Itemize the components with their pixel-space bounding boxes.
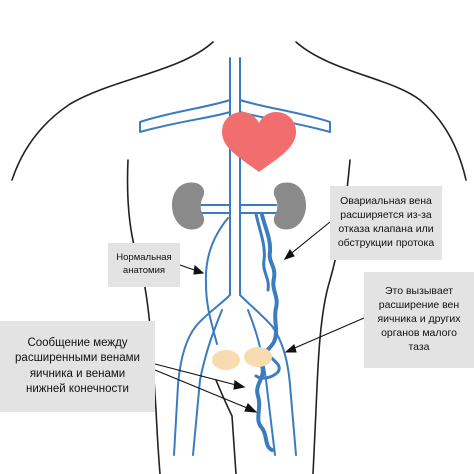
ovarian-vein-line-2: расширяется из-за — [340, 209, 432, 222]
pointer-ovarian — [287, 221, 331, 257]
right-iliac-inner-wall — [247, 309, 276, 456]
normal-left-ovarian-vein — [204, 217, 229, 345]
leg-communication-line-2: расширенными венами — [15, 352, 140, 365]
pointer-normal-arrowhead — [193, 264, 205, 275]
left-kidney-icon — [172, 182, 205, 230]
pointer-message-2-arrowhead — [244, 403, 258, 413]
left-subclavian-vein — [139, 99, 231, 133]
ovarian-vein-line-1: Овариальная вена — [340, 195, 432, 208]
dilated-ovarian-vein — [255, 213, 279, 452]
normal-anatomy-callout: Нормальная анатомия — [108, 243, 180, 287]
normal-anatomy-line-1: Нормальная — [116, 252, 172, 264]
ovarian-vein-line-3: отказа клапана или — [338, 223, 434, 235]
left-torso-outline — [126, 159, 161, 474]
right-renal-vein — [239, 204, 277, 214]
right-subclavian-vein — [239, 99, 331, 133]
pointer-message-1-arrowhead — [233, 380, 246, 390]
left-renal-vein — [199, 204, 231, 214]
pointer-message-2 — [154, 369, 253, 411]
vena-cava-right-wall — [239, 57, 297, 456]
heart-icon — [222, 112, 296, 172]
pelvic-veins-callout: Это вызывает расширение вен яичника и др… — [364, 272, 474, 368]
leg-communication-line-4: нижней конечности — [26, 382, 129, 395]
right-ovary — [244, 347, 272, 367]
pointer-pelvic — [289, 317, 365, 351]
left-ovary — [212, 350, 240, 370]
pointer-lines — [154, 221, 365, 413]
pointer-message-1 — [154, 363, 241, 387]
leg-communication-callout: Сообщение между расширенными венами яичн… — [0, 321, 155, 412]
vein-system — [139, 57, 331, 456]
pointer-ovarian-arrowhead — [283, 248, 295, 260]
pelvic-veins-line-4: органов малого — [381, 326, 457, 339]
dilated-ovarian-vein-inner — [254, 212, 281, 380]
normal-anatomy-line-2: анатомия — [122, 265, 166, 276]
left-iliac-inner-wall — [192, 309, 223, 456]
left-shoulder-outline — [11, 41, 214, 181]
pelvic-veins-line-5: таза — [408, 340, 430, 353]
pelvic-veins-line-3: яичника и других — [377, 313, 461, 326]
pointer-pelvic-arrowhead — [284, 344, 297, 353]
leg-communication-line-3: яичника и венами — [29, 367, 126, 380]
leg-divider-outline — [215, 379, 237, 474]
ovarian-vein-line-4: обструкции протока — [337, 236, 435, 249]
right-kidney-icon — [273, 182, 306, 230]
pelvic-veins-line-2: расширение вен — [378, 299, 460, 312]
right-shoulder-outline — [295, 41, 467, 181]
leg-communication-line-1: Сообщение между — [27, 337, 128, 350]
pelvic-veins-line-1: Это вызывает — [384, 285, 454, 298]
ovarian-vein-callout: Овариальная вена расширяется из-за отказ… — [330, 186, 442, 260]
